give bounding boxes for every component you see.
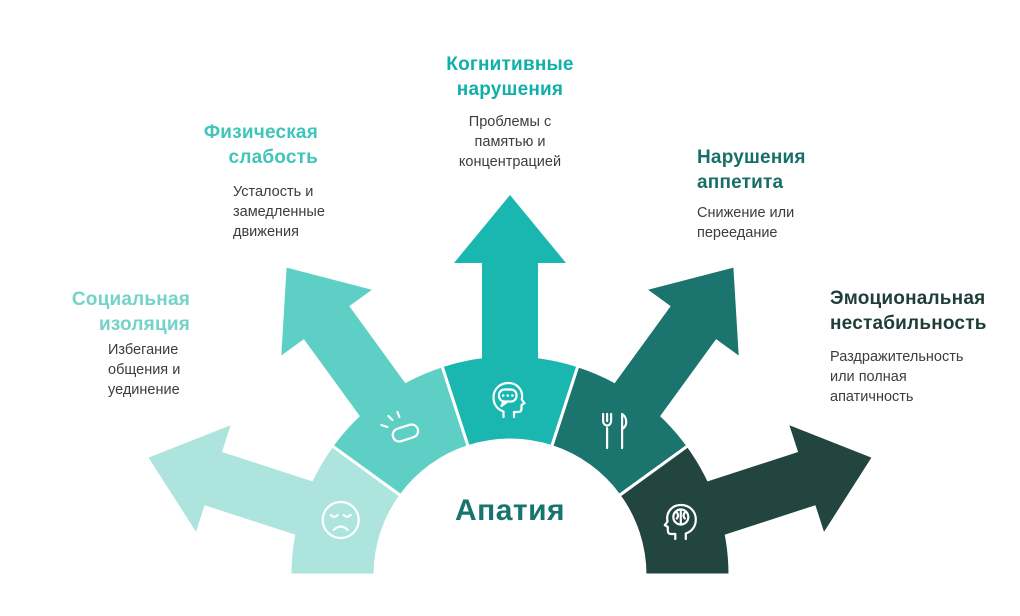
branch-description-cognitive-impairment: Проблемы с памятью и концентрацией (458, 114, 562, 170)
arrow-cognitive-impairment (454, 195, 566, 403)
diagram-title: Апатия (454, 494, 566, 527)
branch-heading-emotional-instability: Эмоциональная нестабильность (830, 288, 987, 334)
branch-description-social-isolation: Избегание общения и уединение (108, 342, 181, 398)
branch-description-physical-weakness: Усталость и замедленные движения (233, 184, 325, 240)
cutlery-icon (601, 412, 628, 450)
arrow-social-isolation (148, 425, 356, 549)
branch-description-appetite-disturbance: Снижение или переедание (697, 205, 795, 241)
weakness-icon (380, 410, 420, 443)
segment-icons (321, 381, 697, 541)
branch-heading-cognitive-impairment: Когнитивные нарушения (446, 54, 574, 100)
head-brain-icon (663, 503, 697, 541)
sad-face-icon (321, 500, 360, 540)
arrow-emotional-instability (664, 425, 872, 549)
branch-heading-physical-weakness: Физическая слабость (203, 122, 318, 168)
branch-heading-appetite-disturbance: Нарушения аппетита (697, 147, 806, 193)
fan-arrows (148, 195, 872, 549)
arrow-appetite-disturbance (588, 267, 739, 453)
arrow-physical-weakness (281, 267, 432, 453)
branch-description-emotional-instability: Раздражительность или полная апатичность (830, 349, 964, 405)
branch-heading-social-isolation: Социальная изоляция (71, 289, 190, 335)
head-speech-icon (492, 381, 526, 419)
